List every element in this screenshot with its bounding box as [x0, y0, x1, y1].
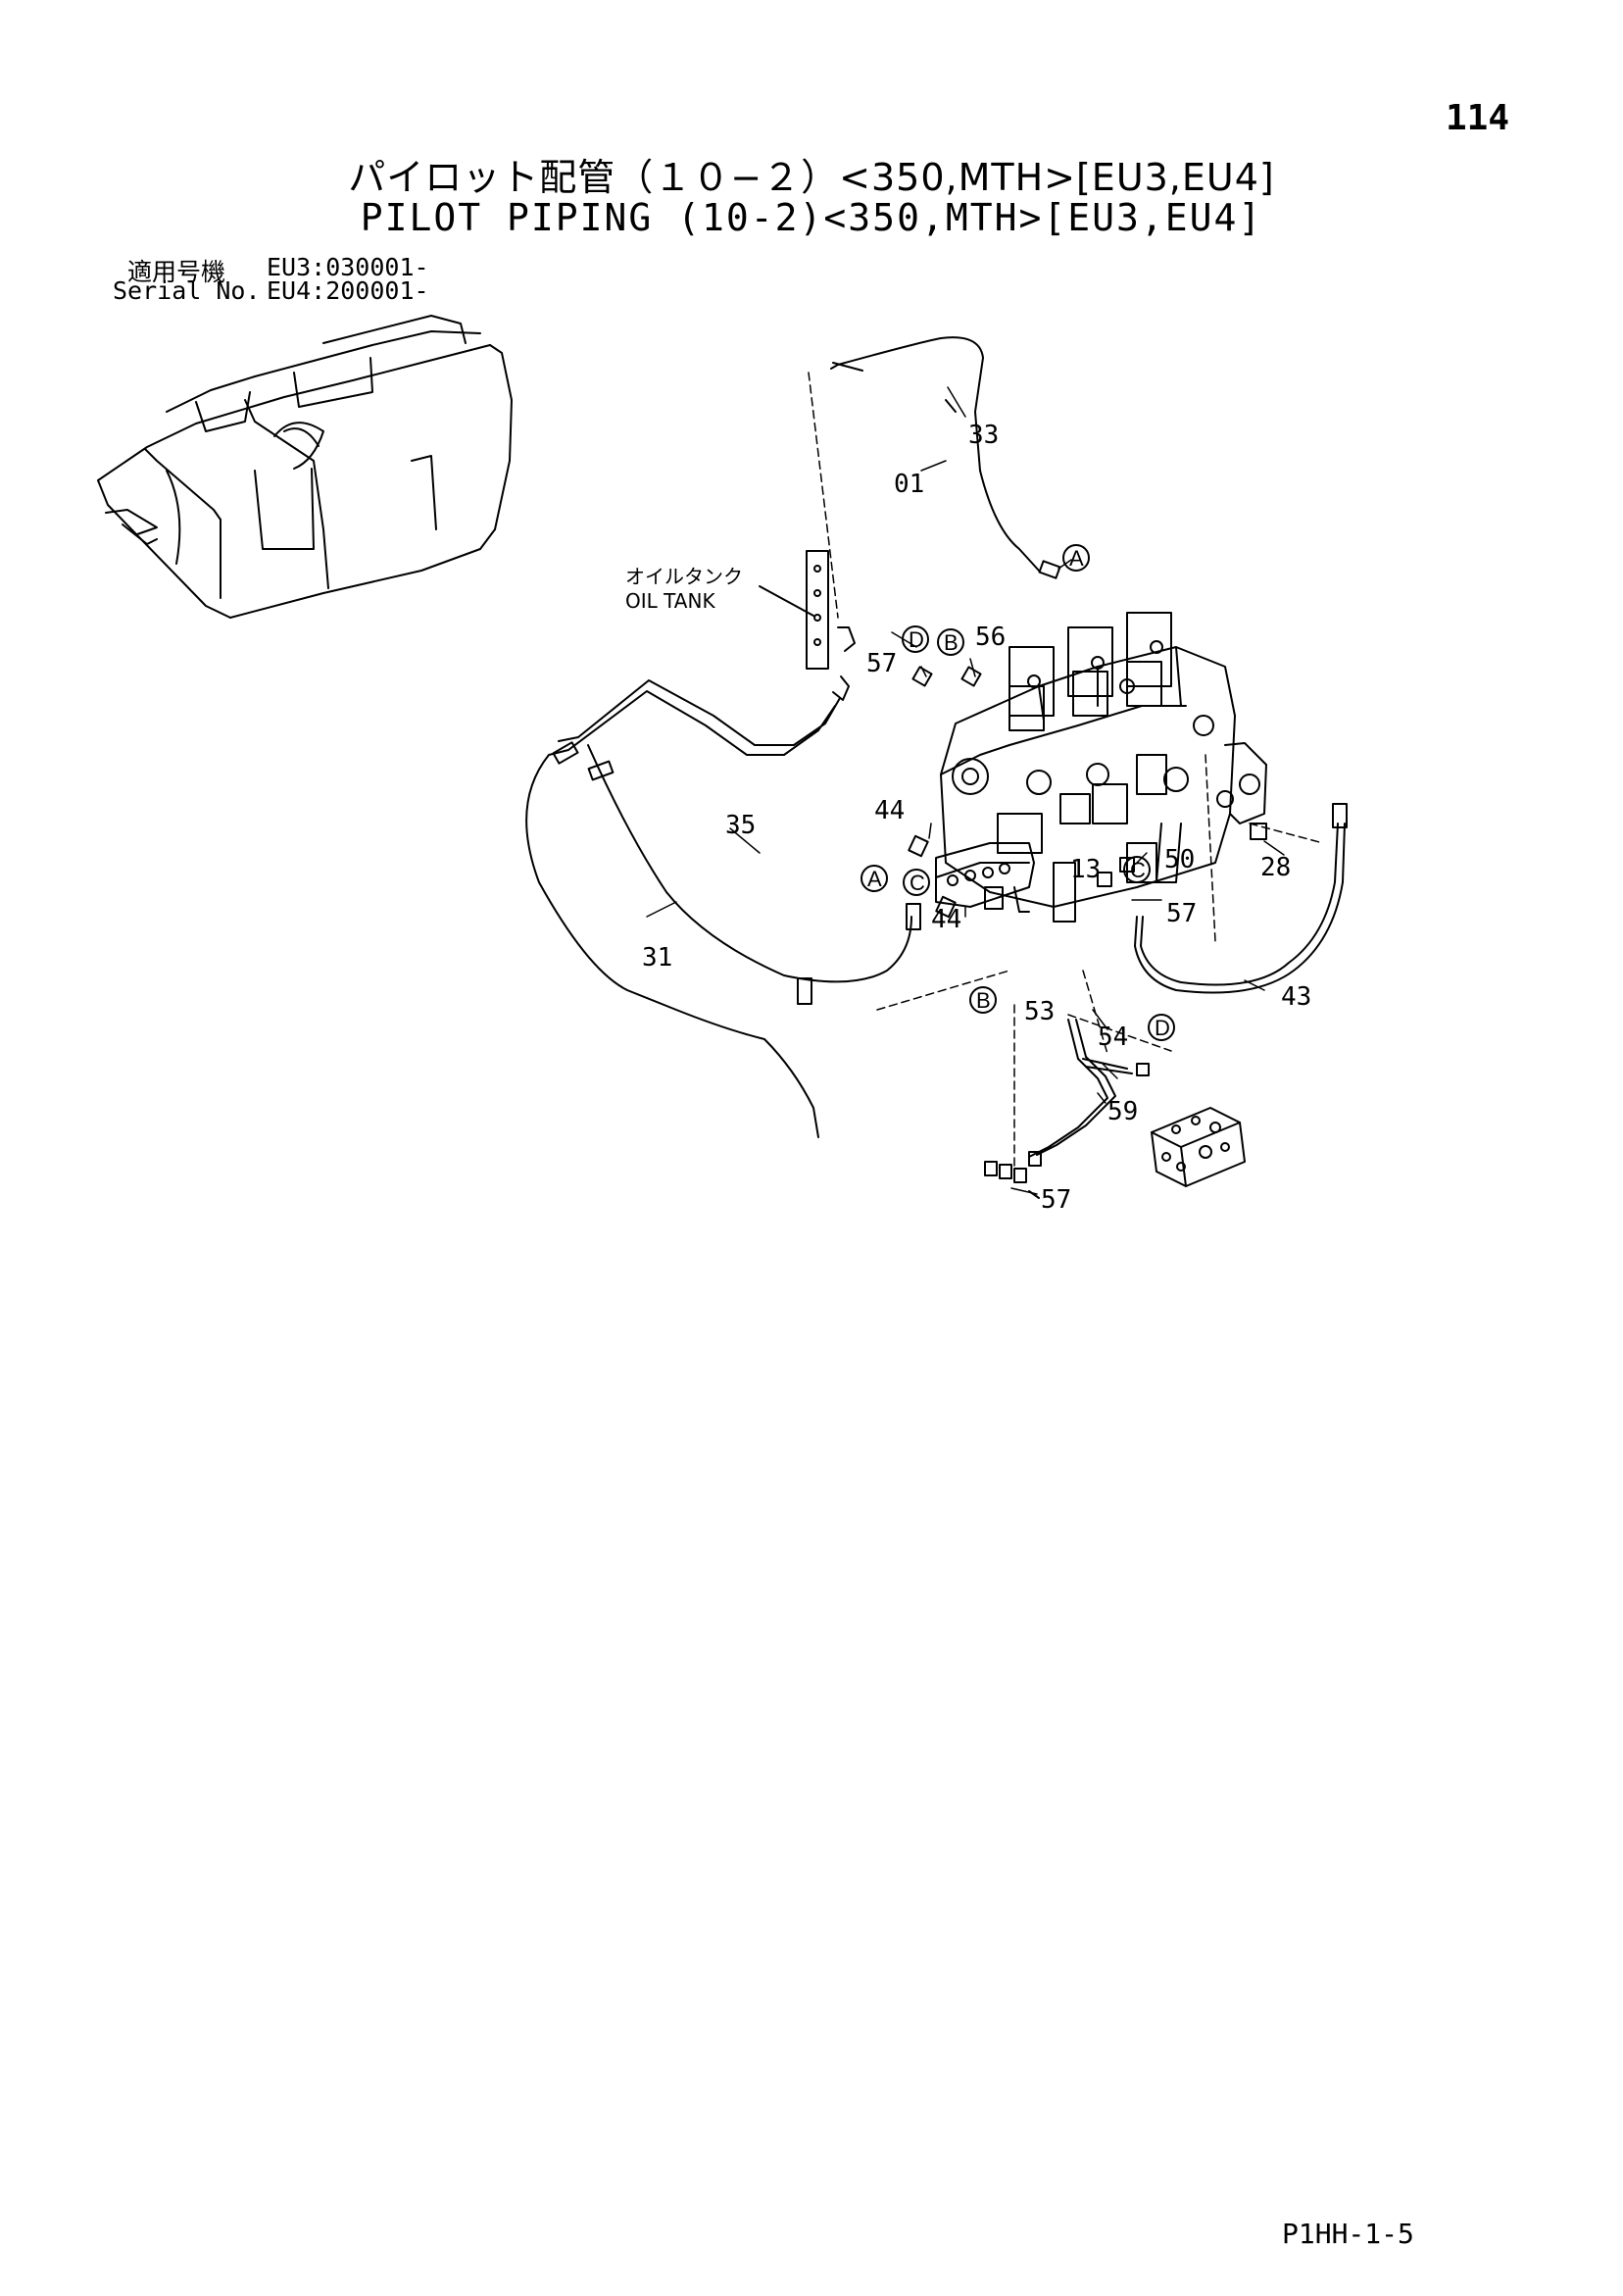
lower-manifold [935, 842, 1035, 913]
fitting-44-upper [908, 834, 929, 858]
part-label-53: 53 [1024, 997, 1055, 1026]
page-title-english: PILOT PIPING (10-2)<350,MTH>[EU3,EU4] [360, 196, 1263, 239]
serial-range-eu3: EU3:030001- [267, 253, 429, 281]
letter-c-right: C [1130, 858, 1146, 882]
circle-a-upper [1062, 544, 1090, 572]
hose-01 [830, 336, 1040, 572]
letter-d-upper: D [909, 627, 924, 652]
oil-tank-label-english: OIL TANK [625, 589, 715, 613]
fitting-57-upper [911, 666, 933, 687]
part-label-31: 31 [642, 943, 672, 973]
part-label-54: 54 [1098, 1023, 1128, 1052]
part-label-13: 13 [1070, 855, 1101, 884]
fitting-28 [1250, 823, 1267, 840]
page-title-japanese: パイロット配管（１０−２）<350,MTH>[EU3,EU4] [348, 156, 1275, 199]
part-label-35: 35 [725, 811, 756, 840]
serial-label-english: Serial No. [113, 276, 261, 305]
part-label-28: 28 [1260, 853, 1291, 882]
serial-label-japanese: 適用号機 [127, 258, 226, 286]
part-label-33: 33 [968, 421, 999, 450]
letter-b-upper: B [944, 630, 959, 655]
letter-c-left: C [910, 871, 925, 895]
circle-b-upper [937, 628, 964, 656]
page-number: 114 [1446, 98, 1510, 138]
machine-overview-illustration [97, 315, 513, 619]
fitting-56 [960, 666, 982, 687]
control-valve-assembly [940, 612, 1267, 923]
circle-c-left [903, 869, 930, 896]
oil-tank-label-japanese: オイルタンク [625, 565, 743, 588]
circle-c-right [1123, 856, 1151, 883]
part-label-50: 50 [1164, 845, 1195, 874]
circle-d-lower [1148, 1014, 1175, 1041]
fitting-50 [1119, 857, 1135, 873]
letter-a-lower: A [867, 867, 882, 891]
part-label-59: 59 [1107, 1097, 1138, 1126]
footer-page-code: P1HH-1-5 [1282, 2218, 1414, 2250]
serial-range-eu4: EU4:200001- [267, 276, 429, 305]
callout-leaders [646, 386, 1285, 1195]
part-label-57-upper: 57 [866, 649, 897, 678]
part-label-44-lower: 44 [931, 905, 961, 934]
fitting-57-middle [1097, 872, 1112, 887]
dashed-leader-lines [808, 372, 1324, 1177]
part-label-57-lower: 57 [1041, 1185, 1071, 1215]
small-valve-block [1151, 1107, 1246, 1187]
part-label-01: 01 [894, 470, 924, 499]
hose-31-35 [525, 690, 836, 1138]
part-label-57-middle: 57 [1166, 899, 1197, 928]
part-label-44-upper: 44 [874, 796, 905, 825]
oil-tank-bracket [759, 550, 856, 701]
letter-d-lower: D [1155, 1016, 1170, 1040]
circle-b-lower [969, 986, 997, 1014]
hose-43 [1134, 823, 1346, 994]
letter-b-lower: B [976, 988, 991, 1013]
part-label-43: 43 [1281, 982, 1311, 1012]
letter-a-upper: A [1069, 546, 1084, 571]
circle-a-lower [861, 865, 888, 892]
hose-01-fitting [1038, 560, 1061, 579]
fitting-44-lower [935, 895, 957, 919]
part-label-56: 56 [975, 623, 1006, 652]
circle-d-upper [902, 625, 929, 653]
pipe-59 [1028, 1019, 1108, 1158]
